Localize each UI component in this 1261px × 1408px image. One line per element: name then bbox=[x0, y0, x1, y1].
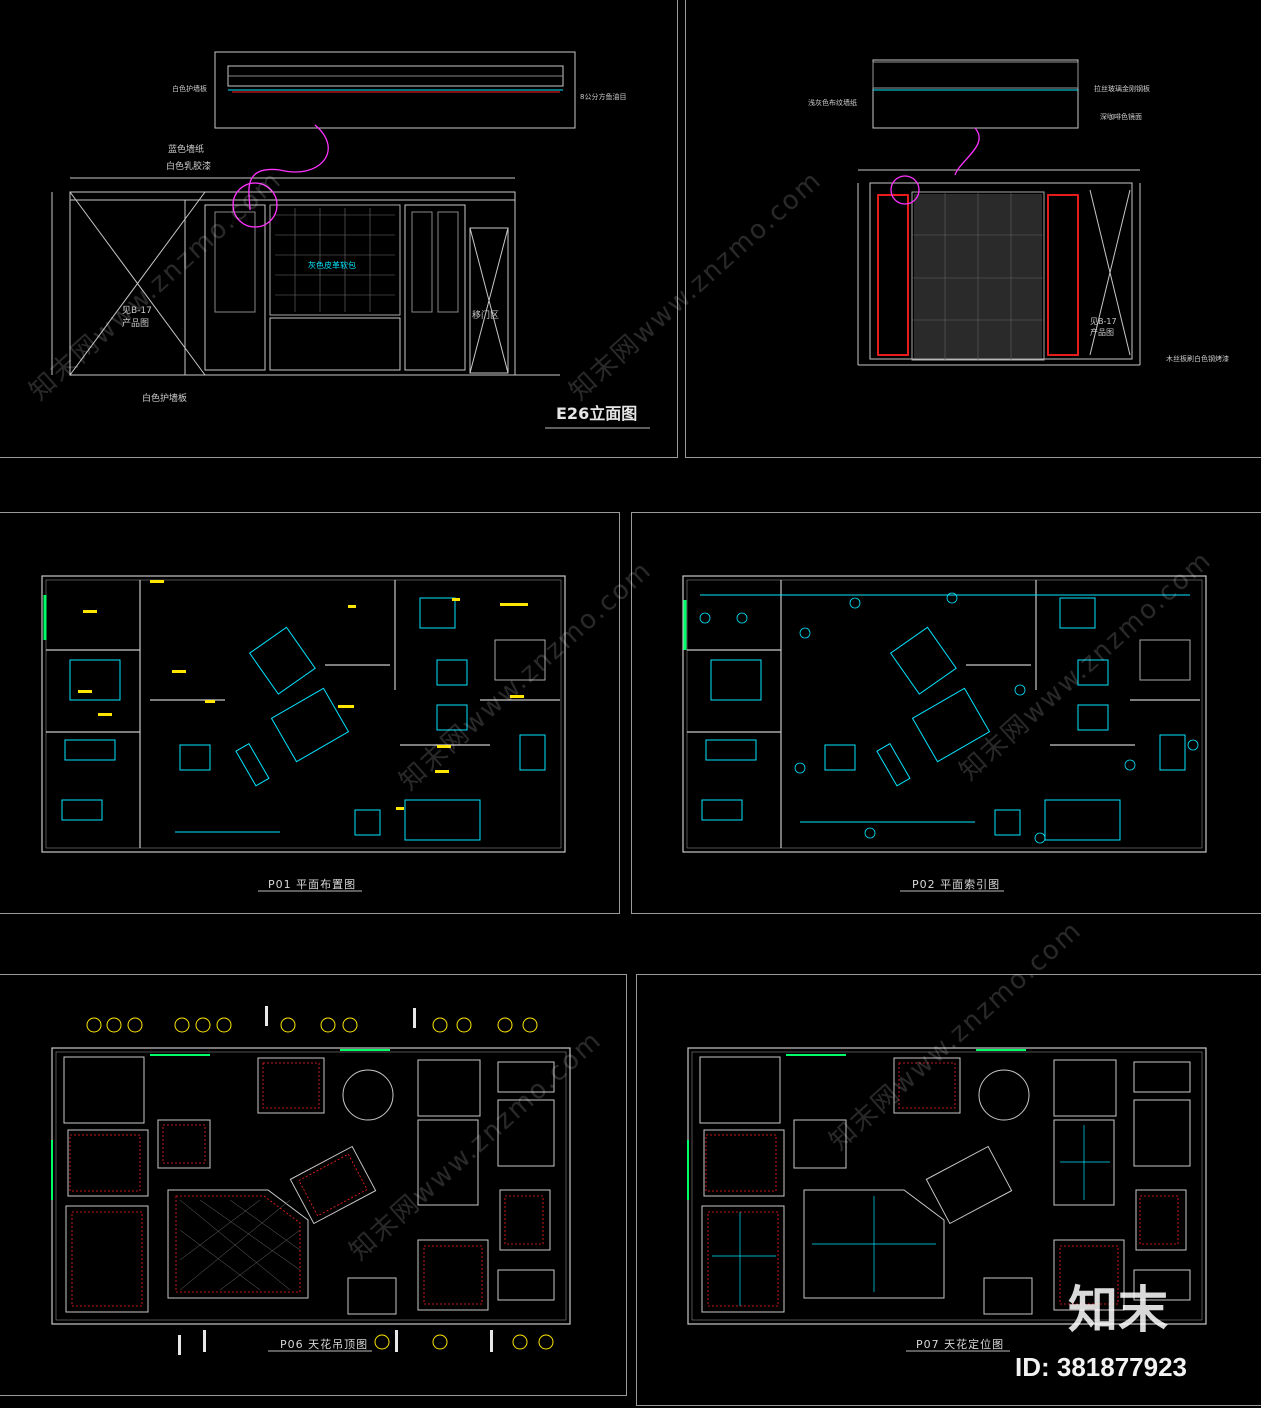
asset-id: ID: 381877923 bbox=[1015, 1352, 1188, 1382]
elevation-left-drawing bbox=[51, 51, 576, 376]
note-center-label: 灰色皮革软包 bbox=[308, 261, 356, 270]
note-white-panel-bottom: 白色护墙板 bbox=[142, 394, 188, 404]
note-blue-wall: 蓝色墙纸 bbox=[168, 145, 205, 155]
plan2-title: P02 平面索引图 bbox=[912, 878, 1001, 891]
sheet-frame-elevation-left bbox=[0, 0, 678, 458]
sheet-frame-plan2 bbox=[631, 512, 1261, 914]
note-right-3: 深咖啡色镜面 bbox=[1100, 113, 1142, 121]
brand-logo: 知末 bbox=[1068, 1281, 1168, 1339]
note-right-2: 浅灰色布纹墙纸 bbox=[808, 99, 857, 107]
sheet-frame-plan1 bbox=[0, 512, 620, 914]
note-product-right: 见B-17 bbox=[1090, 317, 1117, 326]
note-left-top-2: 8公分方鱼油目 bbox=[580, 93, 627, 101]
sheet-frame-elevation-right bbox=[685, 0, 1261, 458]
note-right-1: 拉丝玻璃金刚钢板 bbox=[1094, 85, 1150, 93]
note-product-left: 见B-17 bbox=[122, 306, 152, 316]
p06-ceiling-lamps bbox=[86, 1017, 554, 1350]
note-product-right-2: 产品图 bbox=[1090, 328, 1114, 337]
ceiling2-title: P07 天花定位图 bbox=[916, 1338, 1005, 1351]
note-white-glue: 白色乳胶漆 bbox=[166, 162, 212, 172]
note-product-left-2: 产品图 bbox=[122, 319, 150, 329]
elevation-title: E26立面图 bbox=[556, 404, 638, 423]
sheet-frame-ceiling2 bbox=[636, 974, 1261, 1406]
note-door-area: 移门区 bbox=[472, 311, 500, 321]
note-left-top-1: 白色护墙板 bbox=[172, 85, 207, 93]
sheet-frame-ceiling1 bbox=[0, 974, 627, 1396]
plan1-title: P01 平面布置图 bbox=[268, 878, 357, 891]
ceiling1-title: P06 天花吊顶图 bbox=[280, 1338, 369, 1351]
note-right-4: 木丝板刷白色钢烤漆 bbox=[1166, 355, 1229, 363]
